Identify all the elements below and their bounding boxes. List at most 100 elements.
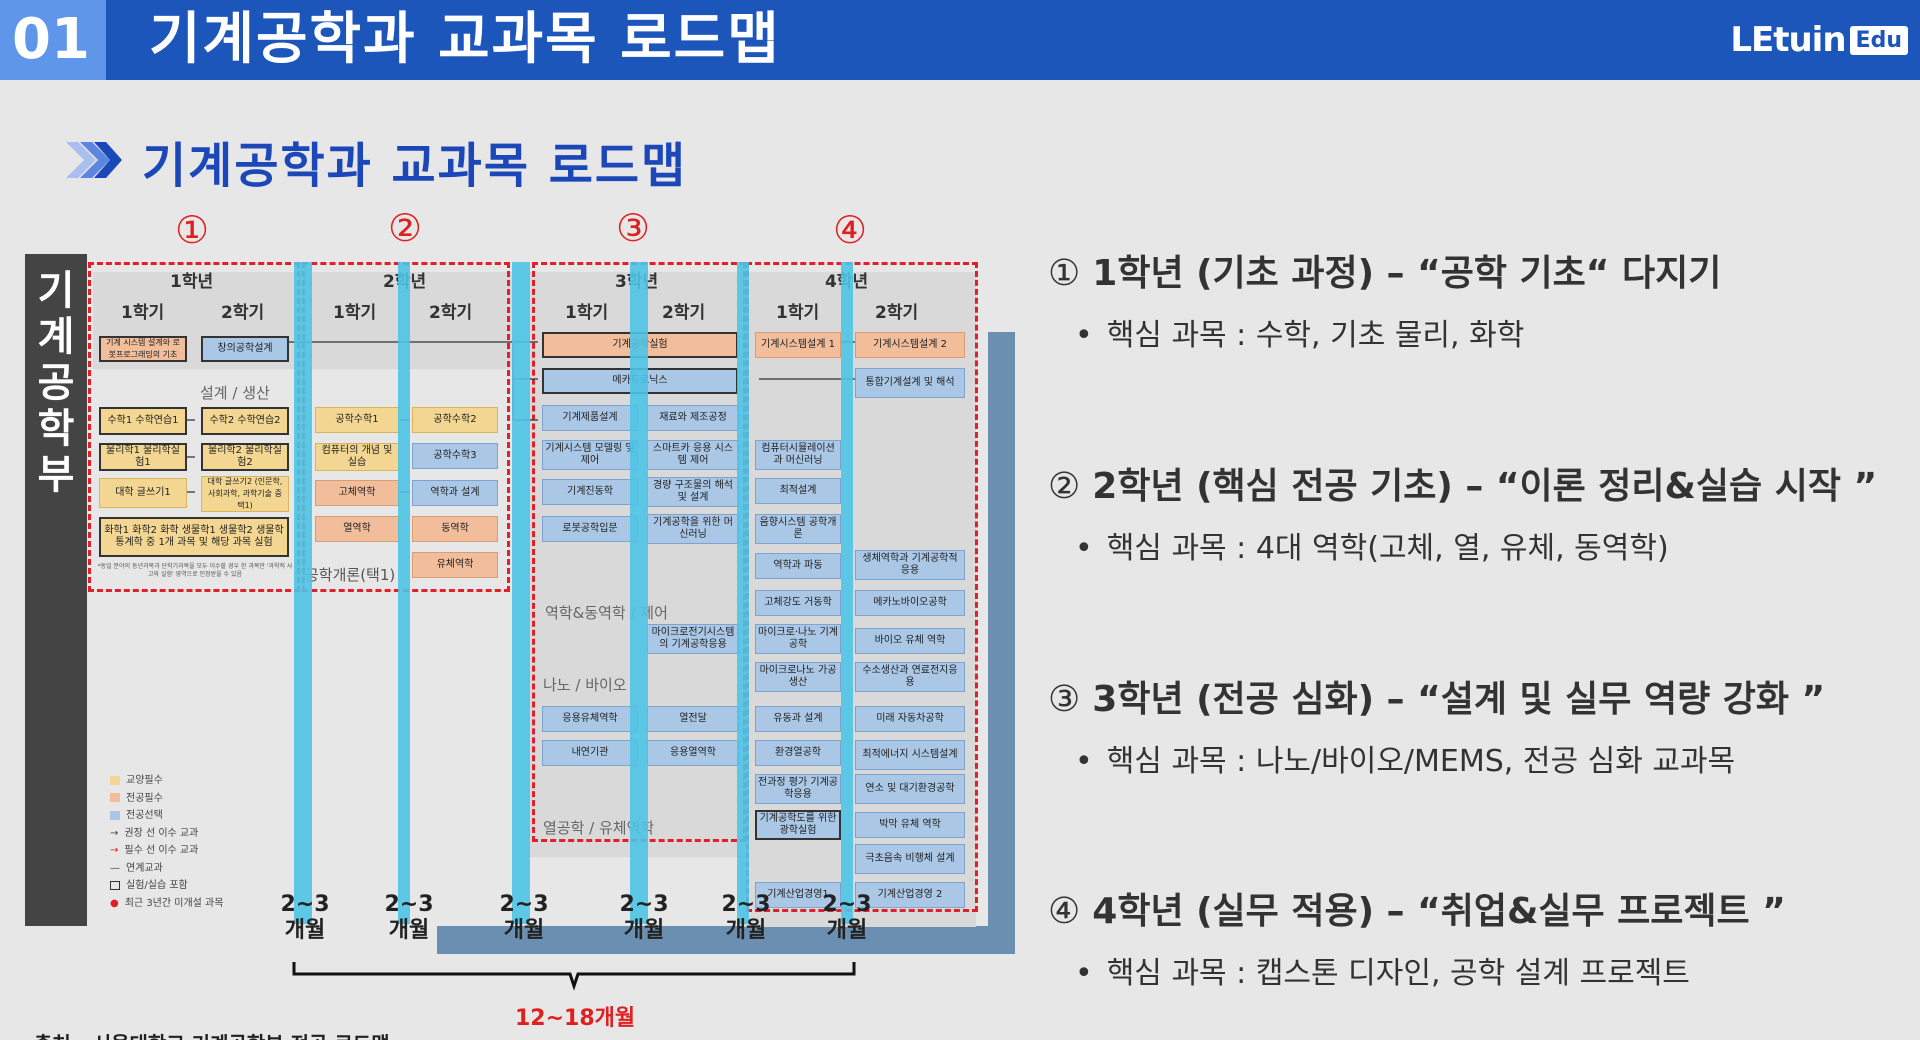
legend-label: 전공필수 bbox=[126, 792, 163, 804]
sidebar-char: 계 bbox=[37, 314, 75, 360]
group-label: 나노 / 바이오 bbox=[543, 676, 627, 694]
marker-2: ② bbox=[388, 206, 423, 250]
course-card: 컴퓨터시뮬레이션과 머신러닝 bbox=[755, 440, 841, 470]
legend-label: 권장 선 이수 교과 bbox=[124, 827, 199, 839]
roadmap-figure: 기 계 공 학 부 ① ② ③ ④ 1학년 2학년 3학년 4학년 1학기 2학… bbox=[25, 206, 1015, 957]
page-title: 기계공학과 교과목 로드맵 bbox=[149, 7, 781, 72]
course-card: 수학2 수학연습2 bbox=[201, 407, 289, 435]
course-card: 공학수학1 bbox=[315, 407, 399, 433]
bullet-icon: • bbox=[1075, 531, 1093, 566]
duration-bar bbox=[841, 262, 853, 924]
course-card: 박막 유체 역학 bbox=[855, 812, 965, 838]
course-card: 환경열공학 bbox=[755, 740, 841, 766]
course-note: *동일 분야의 동년과목과 단학기과목을 모두 이수할 경우 한 과목만 '과학… bbox=[97, 563, 293, 578]
course-card: 메카노바이오공학 bbox=[855, 590, 965, 616]
legend-label: 필수 선 이수 교과 bbox=[124, 845, 199, 856]
course-card: 로봇공학입문 bbox=[542, 516, 638, 542]
course-card: 스마트카 응용 시스템 제어 bbox=[647, 440, 739, 470]
course-card: 공학수학2 bbox=[412, 407, 498, 433]
course-card: 미래 자동차공학 bbox=[855, 706, 965, 732]
sem-header: 2학기 bbox=[875, 303, 919, 323]
course-card: 내연기관 bbox=[542, 740, 638, 766]
course-card: 수소생산과 연료전지응용 bbox=[855, 662, 965, 692]
course-card: 최적에너지 시스템설계 bbox=[855, 740, 965, 770]
duration-text: 2~3 개월 bbox=[384, 892, 434, 943]
course-card: 재료와 제조공정 bbox=[647, 405, 739, 431]
duration-text: 2~3 개월 bbox=[721, 892, 771, 943]
sem-header: 1학기 bbox=[333, 303, 377, 323]
point-2-title: ② 2학년 (핵심 전공 기초) – “이론 정리&실습 시작 ” bbox=[1048, 457, 1877, 509]
header-bar: 01 기계공학과 교과목 로드맵 LEtuin Edu bbox=[0, 0, 1920, 80]
section-title: 기계공학과 교과목 로드맵 bbox=[142, 138, 688, 194]
course-card: 기계공학을 위한 머신러닝 bbox=[647, 514, 739, 544]
course-card: 대학 글쓰기2 (인문학, 사회과학, 과학기술 중 택1) bbox=[201, 476, 289, 512]
legend: 교양필수 전공필수 전공선택 →권장 선 이수 교과 →필수 선 이수 교과 —… bbox=[110, 772, 223, 912]
course-card: 유동과 설계 bbox=[755, 706, 841, 732]
point-core-text: 핵심 과목 : 4대 역학(고체, 열, 유체, 동역학) bbox=[1106, 531, 1669, 566]
total-range: 12~18개월 bbox=[515, 1006, 636, 1031]
duration-text: 2~3 개월 bbox=[280, 892, 330, 943]
duration-label: 2~3 개월 bbox=[711, 892, 781, 944]
point-title-text: 3학년 (전공 심화) – “설계 및 실무 역량 강화 ” bbox=[1092, 679, 1826, 720]
logo: LEtuin Edu bbox=[1730, 18, 1908, 62]
course-card: 공학수학3 bbox=[412, 443, 498, 469]
sem-header: 2학기 bbox=[662, 303, 706, 323]
sidebar-char: 학 bbox=[37, 406, 75, 452]
course-card: 마이크로나노 가공생산 bbox=[755, 662, 841, 692]
legend-label: 교양필수 bbox=[126, 775, 163, 786]
duration-bar bbox=[512, 262, 530, 924]
point-core-text: 핵심 과목 : 나노/바이오/MEMS, 전공 심화 교과목 bbox=[1106, 744, 1736, 779]
legend-label: 연계교과 bbox=[126, 862, 163, 874]
sem-header: 1학기 bbox=[565, 303, 609, 323]
sidebar-char: 부 bbox=[37, 452, 75, 498]
sidebar-char: 공 bbox=[37, 360, 75, 406]
duration-label: 2~3 개월 bbox=[812, 892, 882, 944]
course-card: 기계공학도를 위한 광학실험 bbox=[755, 810, 841, 840]
point-core-text: 핵심 과목 : 캡스톤 디자인, 공학 설계 프로젝트 bbox=[1106, 956, 1690, 991]
sem-header: 2학기 bbox=[429, 303, 473, 323]
course-card: 창의공학설계 bbox=[201, 336, 289, 362]
point-1-core: • 핵심 과목 : 수학, 기초 물리, 화학 bbox=[1075, 310, 1524, 354]
legend-item: ●최근 3년간 미개설 과목 bbox=[110, 897, 224, 909]
point-marker: ① bbox=[1048, 253, 1081, 294]
duration-label: 2~3 개월 bbox=[489, 892, 559, 944]
course-card: 응용열역학 bbox=[647, 740, 739, 766]
sidebar-char: 기 bbox=[37, 268, 75, 314]
point-title-text: 1학년 (기초 과정) – “공학 기초“ 다지기 bbox=[1092, 253, 1722, 294]
point-marker: ② bbox=[1048, 466, 1081, 507]
point-title-text: 2학년 (핵심 전공 기초) – “이론 정리&실습 시작 ” bbox=[1092, 466, 1878, 507]
legend-label: 전공선택 bbox=[126, 810, 163, 821]
group-label: 설계 / 생산 bbox=[200, 384, 270, 402]
point-marker: ③ bbox=[1048, 679, 1081, 720]
course-card: 마이크로전기시스템의 기계공학응용 bbox=[647, 624, 739, 654]
course-card: 기계진동학 bbox=[542, 479, 638, 505]
chevrons-icon bbox=[66, 142, 122, 178]
course-card: 고체역학 bbox=[315, 480, 399, 506]
logo-text: LEtuin bbox=[1730, 20, 1846, 60]
course-card: 기계산업경영 2 bbox=[855, 882, 965, 908]
bullet-icon: • bbox=[1075, 744, 1093, 779]
duration-label: 2~3 개월 bbox=[374, 892, 444, 944]
bullet-icon: • bbox=[1075, 956, 1093, 991]
point-title-text: 4학년 (실무 적용) – “취업&실무 프로젝트 ” bbox=[1092, 891, 1786, 932]
duration-bar bbox=[398, 262, 410, 924]
course-card: 바이오 유체 역학 bbox=[855, 628, 965, 654]
section-number: 01 bbox=[0, 0, 106, 80]
legend-item: 교양필수 bbox=[110, 772, 223, 790]
duration-label: 2~3 개월 bbox=[270, 892, 340, 944]
course-card: 고체강도 거동학 bbox=[755, 590, 841, 616]
logo-badge: Edu bbox=[1849, 25, 1908, 55]
course-card: 수학1 수학연습1 bbox=[99, 407, 187, 435]
course-card: 기계시스템설계 2 bbox=[855, 332, 965, 358]
course-card: 생체역학과 기계공학적 응용 bbox=[855, 550, 965, 580]
brace-icon bbox=[292, 962, 856, 991]
legend-item: 전공필수 bbox=[110, 790, 223, 808]
legend-label: 실험/실습 포함 bbox=[126, 880, 188, 891]
point-core-text: 핵심 과목 : 수학, 기초 물리, 화학 bbox=[1106, 318, 1525, 353]
course-card: 극초음속 비행체 설계 bbox=[855, 844, 965, 874]
course-card: 역학과 설계 bbox=[412, 480, 498, 506]
sidebar-dept-label: 기 계 공 학 부 bbox=[25, 254, 87, 926]
bullet-icon: • bbox=[1075, 318, 1093, 353]
duration-bar bbox=[737, 262, 749, 924]
